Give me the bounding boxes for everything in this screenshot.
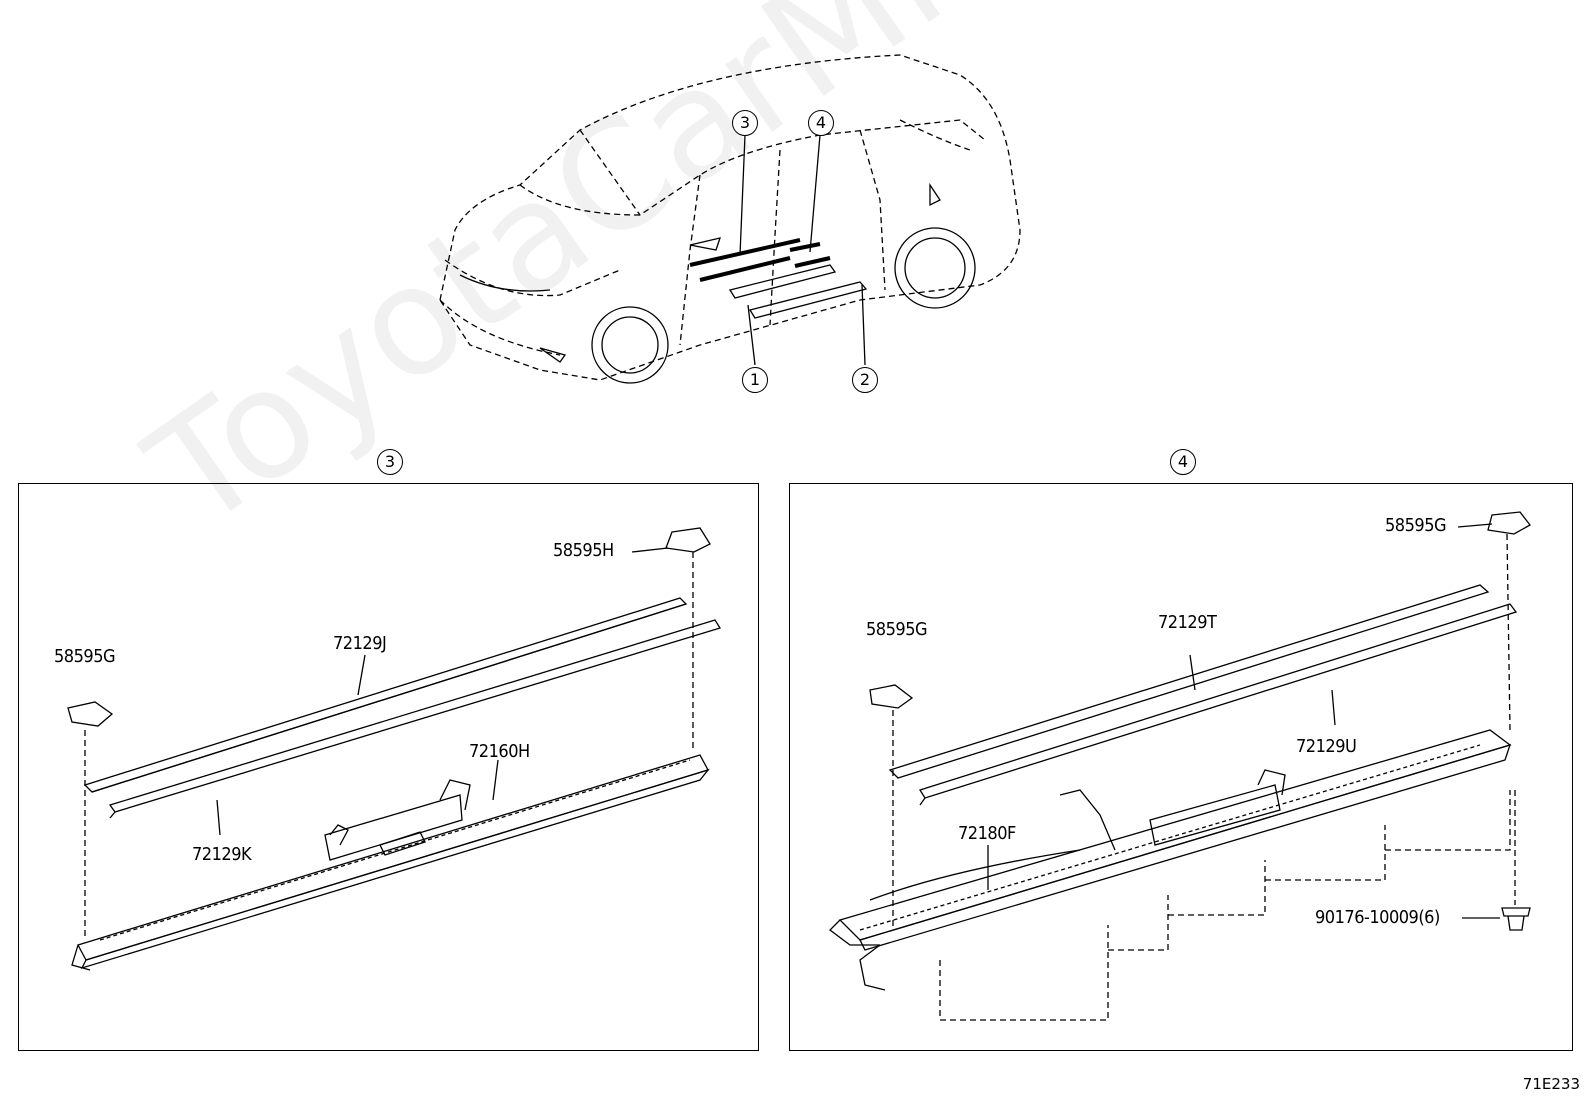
vehicle-solid-details [459, 182, 976, 384]
callout-1[interactable]: 1 [742, 367, 768, 393]
left-leaders [84, 547, 694, 940]
right-leaders [892, 523, 1516, 1021]
right-rail-covers [888, 584, 1518, 806]
part-label-58595g-front[interactable]: 58595G [866, 619, 928, 640]
part-label-72129k[interactable]: 72129K [192, 844, 252, 865]
part-label-90176[interactable]: 90176-10009(6) [1315, 907, 1440, 928]
vehicle-outline [439, 54, 1021, 381]
part-label-58595g-rear[interactable]: 58595G [1385, 515, 1447, 536]
panel-right [789, 483, 1573, 1051]
part-label-72129t[interactable]: 72129T [1158, 612, 1217, 633]
left-brackets [67, 527, 711, 727]
right-rail-body [829, 729, 1512, 991]
callout-3[interactable]: 3 [732, 110, 758, 136]
right-brackets [869, 511, 1531, 709]
overview-leaders [739, 134, 866, 366]
part-label-72160h[interactable]: 72160H [469, 741, 530, 762]
diagram-code: 71E233 [1522, 1075, 1580, 1093]
left-rail-covers [83, 597, 722, 819]
left-rail-body [71, 754, 710, 971]
panel-left [18, 483, 759, 1051]
part-label-58595g-left[interactable]: 58595G [54, 646, 116, 667]
callout-4[interactable]: 4 [808, 110, 834, 136]
part-label-72180f[interactable]: 72180F [958, 823, 1016, 844]
part-label-58595h[interactable]: 58595H [553, 540, 614, 561]
part-label-72129u[interactable]: 72129U [1296, 736, 1357, 757]
panel-right-id: 4 [1170, 449, 1196, 475]
right-clip [1501, 907, 1531, 931]
callout-2[interactable]: 2 [852, 367, 878, 393]
panel-left-id: 3 [377, 449, 403, 475]
part-label-72129j[interactable]: 72129J [333, 633, 387, 654]
vehicle-step-rails [728, 264, 868, 319]
vehicle-rail-highlights [689, 238, 831, 282]
